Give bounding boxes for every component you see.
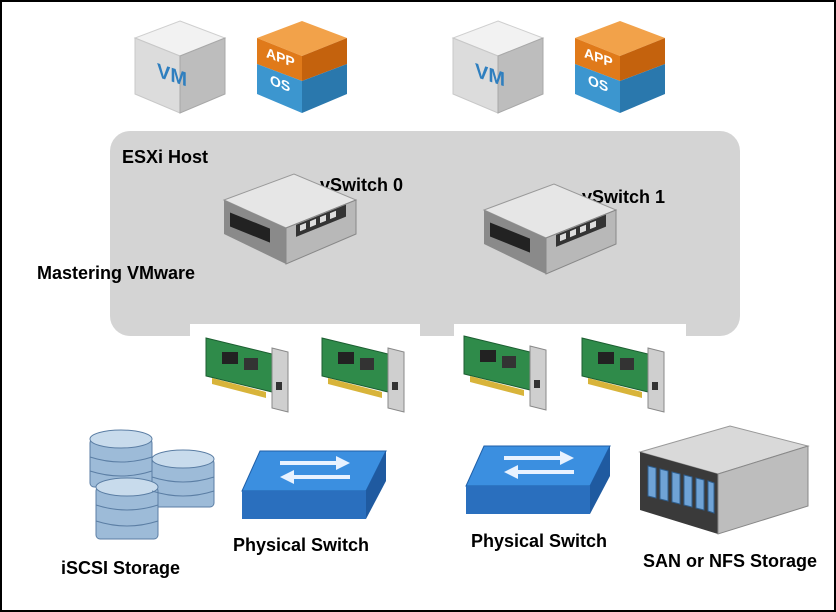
san-nfs-storage-label: SAN or NFS Storage [643, 551, 818, 571]
vm-cube-icon: VM [133, 20, 227, 114]
vm-cube-icon: VM [451, 20, 545, 114]
panel-notch [454, 324, 686, 338]
esxi-host-label: ESXi Host [122, 147, 209, 167]
nic-card-icon [321, 337, 405, 413]
vswitch1-icon [482, 183, 618, 275]
panel-notch [190, 324, 420, 338]
nic-card-icon [205, 337, 289, 413]
app-os-cube-icon: APP OS [575, 21, 665, 113]
vswitch1-label: vSwitch 1 [582, 187, 666, 207]
watermark-label: Mastering VMware [37, 263, 196, 283]
physical-switch-icon [465, 445, 611, 514]
nic-card-icon [463, 335, 547, 411]
vswitch0-icon [222, 173, 358, 265]
physical-switch-icon [241, 450, 387, 519]
vswitch0-label: vSwitch 0 [320, 175, 404, 195]
san-storage-icon [638, 425, 810, 535]
esxi-host-panel [110, 131, 740, 336]
iscsi-storage-label: iSCSI Storage [61, 558, 181, 578]
iscsi-storage-icon [89, 429, 215, 540]
os-label: OS [270, 73, 291, 96]
nic-card-icon [581, 337, 665, 413]
os-label: OS [588, 73, 609, 96]
physical-switch-1-label: Physical Switch [233, 535, 370, 555]
physical-switch-2-label: Physical Switch [471, 531, 608, 551]
app-os-cube-icon: APP OS [257, 21, 347, 113]
